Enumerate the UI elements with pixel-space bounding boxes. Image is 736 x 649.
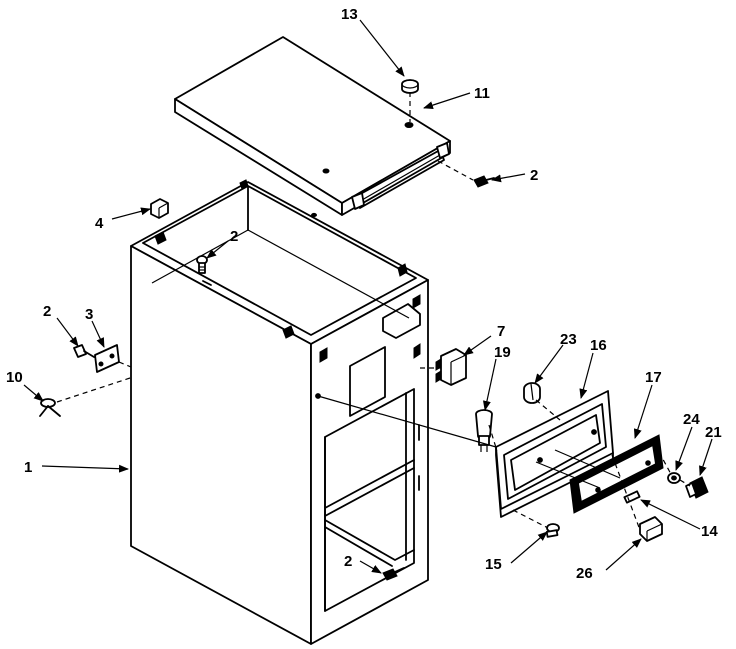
screw-panel-part [545, 523, 560, 538]
callout-1: 1 [24, 459, 32, 476]
screw-inner-part [196, 255, 208, 274]
callout-21: 21 [705, 424, 722, 441]
callout-23: 23 [560, 331, 577, 348]
face-plate-part [569, 434, 664, 514]
switch-part [435, 348, 467, 386]
callout-2-bracket: 2 [43, 303, 51, 320]
callout-2-bottom: 2 [344, 553, 352, 570]
leveling-leg-part [37, 393, 61, 417]
callout-24: 24 [683, 411, 700, 428]
nut-part [667, 472, 681, 484]
callout-15: 15 [485, 556, 502, 573]
callout-3: 3 [85, 306, 93, 323]
screw-cover-part [473, 175, 495, 188]
callout-2-inner: 2 [230, 228, 238, 245]
callout-10: 10 [6, 369, 23, 386]
clip-part [150, 198, 169, 219]
terminal-block-part [639, 516, 663, 542]
callout-19: 19 [494, 344, 511, 361]
callout-14: 14 [701, 523, 718, 540]
screw-bottom-part [382, 567, 405, 581]
cabinet-body-part [130, 179, 429, 645]
callout-2-cover: 2 [530, 167, 538, 184]
callout-16: 16 [590, 337, 607, 354]
top-cover-part [174, 36, 451, 218]
plug-button-part [401, 79, 419, 94]
callout-13: 13 [341, 6, 358, 23]
callout-17: 17 [645, 369, 662, 386]
callout-labels: 13 11 2 4 2 2 3 7 19 23 16 10 17 24 21 1… [6, 6, 722, 582]
callout-11: 11 [474, 85, 490, 102]
assembly-guide-lines [56, 92, 691, 531]
callout-26: 26 [576, 565, 593, 582]
callout-leaders [23, 19, 713, 574]
callout-4: 4 [95, 215, 104, 232]
bracket-part [73, 344, 120, 373]
indicator-lamp-part [475, 409, 493, 452]
callout-7: 7 [497, 323, 505, 340]
control-knob-part [685, 476, 709, 499]
knob-part [523, 382, 541, 404]
